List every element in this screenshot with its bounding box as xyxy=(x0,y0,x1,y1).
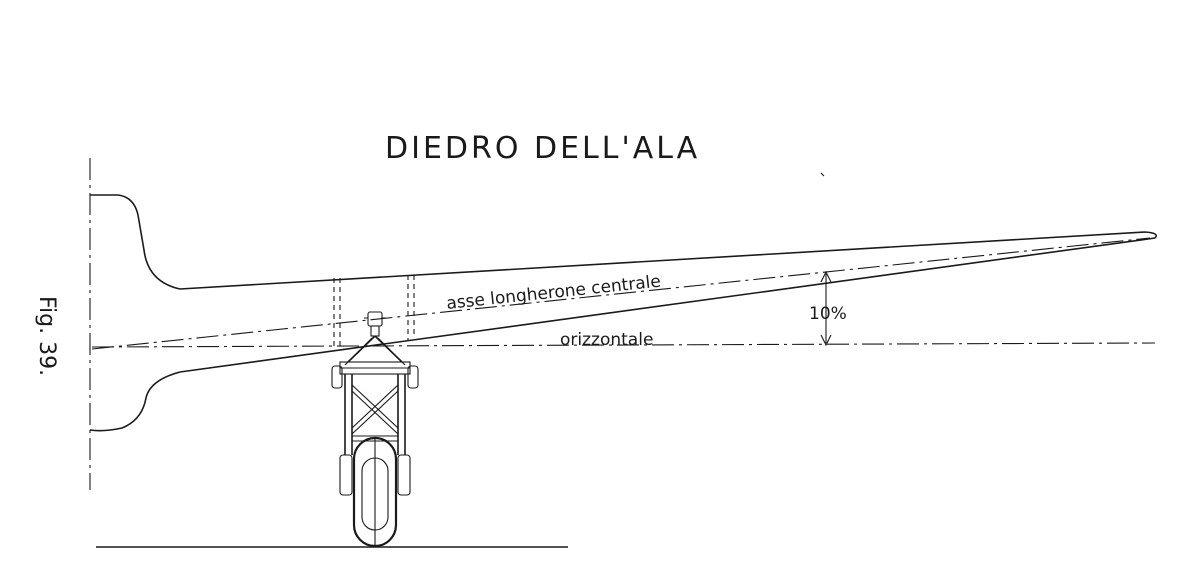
figure-label: Fig. 39. xyxy=(34,296,59,376)
stray-mark xyxy=(820,172,825,177)
spar-axis-label: asse longherone centrale xyxy=(445,272,661,314)
fuselage-outline xyxy=(89,194,181,432)
wing-lower-surface xyxy=(179,237,1156,373)
dihedral-dimension xyxy=(820,270,832,347)
landing-gear xyxy=(331,311,419,548)
dihedral-value-label: 10% xyxy=(809,304,847,324)
wing-upper-surface xyxy=(179,231,1158,290)
horizontal-reference-line xyxy=(91,342,1156,348)
spar-axis-line xyxy=(91,237,1151,350)
frame-projection-lines xyxy=(333,275,415,350)
horizontal-label: orizzontale xyxy=(560,330,653,350)
diagram-title: DIEDRO DELL'ALA xyxy=(385,131,700,166)
